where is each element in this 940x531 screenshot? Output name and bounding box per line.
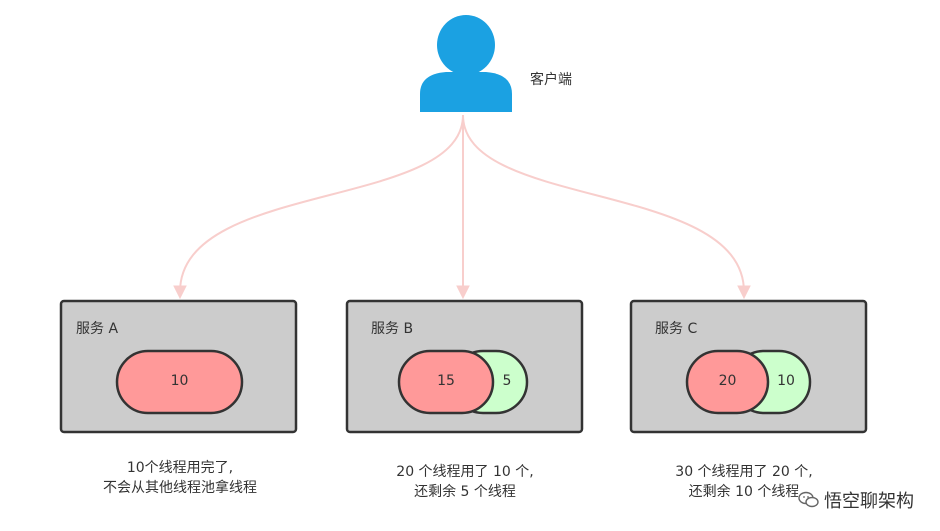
service-c-used-pill xyxy=(685,349,770,415)
arrow-to-service-a xyxy=(179,114,464,293)
service-c-caption-line2: 还剩余 10 个线程 xyxy=(688,484,800,500)
service-b-caption-line2: 还剩余 5 个线程 xyxy=(414,484,516,500)
service-b-caption: 20 个线程用了 10 个, 还剩余 5 个线程 xyxy=(345,462,585,502)
arrow-to-service-c xyxy=(462,114,745,293)
watermark: 悟空聊架构 xyxy=(798,487,914,513)
service-c-used-value: 20 xyxy=(718,373,737,389)
service-a-caption-line1: 10个线程用完了, xyxy=(126,460,234,476)
service-c-caption: 30 个线程用了 20 个, 还剩余 10 个线程 xyxy=(624,462,864,502)
service-b-used-pill xyxy=(397,349,495,415)
service-a-used-pill xyxy=(115,349,244,415)
service-a-title: 服务 A xyxy=(76,321,119,337)
wechat-icon xyxy=(798,491,819,508)
arrowhead-a xyxy=(173,285,187,300)
client-label: 客户端 xyxy=(530,72,572,88)
user-icon xyxy=(420,15,512,112)
arrowhead-b xyxy=(456,285,470,300)
watermark-text: 悟空聊架构 xyxy=(824,491,914,512)
service-b-used-value: 15 xyxy=(437,373,455,389)
service-c-remaining-value: 10 xyxy=(777,373,795,389)
arrowhead-c xyxy=(737,285,751,300)
service-c-caption-line1: 30 个线程用了 20 个, xyxy=(675,464,813,480)
service-b-remaining-value: 5 xyxy=(502,373,512,389)
service-a-used-value: 10 xyxy=(170,373,189,389)
service-b-title: 服务 B xyxy=(371,321,414,337)
service-a-caption-line2: 不会从其他线程池拿线程 xyxy=(103,480,257,496)
service-c-title: 服务 C xyxy=(655,321,698,337)
service-b-caption-line1: 20 个线程用了 10 个, xyxy=(396,464,534,480)
service-a-caption: 10个线程用完了, 不会从其他线程池拿线程 xyxy=(60,458,300,498)
